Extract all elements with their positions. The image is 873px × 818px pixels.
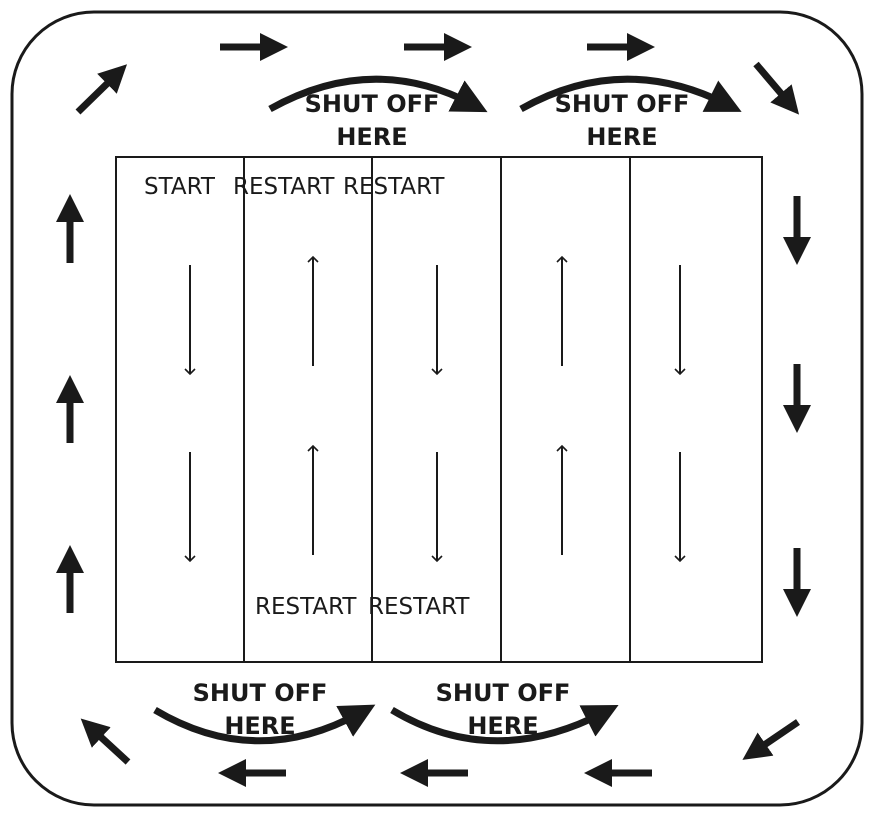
restart-label: RESTART [233, 174, 335, 200]
restart-label: RESTART [343, 174, 445, 200]
shut-off-label: SHUT OFF [193, 679, 328, 707]
turn-arrows [153, 75, 742, 745]
shut-off-label: SHUT OFF [305, 90, 440, 118]
shut-off-label: HERE [586, 123, 657, 151]
perimeter-arrows [56, 33, 811, 787]
shut-off-label: HERE [336, 123, 407, 151]
shut-off-label: SHUT OFF [555, 90, 690, 118]
lane-arrows [184, 255, 686, 563]
labels: SHUT OFF HERE SHUT OFF HERE SHUT OFF HER… [144, 90, 689, 740]
field-border [115, 156, 763, 663]
perimeter-arrow-diagonal [742, 719, 800, 760]
perimeter-arrow-diagonal [753, 61, 800, 115]
outer-boundary [10, 10, 864, 807]
field [115, 156, 763, 663]
shut-off-label: SHUT OFF [436, 679, 571, 707]
restart-label: RESTART [255, 594, 357, 620]
shut-off-label: HERE [467, 712, 538, 740]
turn-arrow-top [519, 75, 742, 113]
restart-label: RESTART [368, 594, 470, 620]
turn-arrow-bottom [390, 705, 619, 745]
shut-off-label: HERE [224, 712, 295, 740]
perimeter-arrow-diagonal [75, 64, 128, 115]
perimeter-arrow-diagonal [80, 718, 131, 765]
turn-arrow-top [268, 75, 488, 113]
turn-arrow-bottom [153, 704, 376, 745]
start-label: START [144, 174, 216, 200]
